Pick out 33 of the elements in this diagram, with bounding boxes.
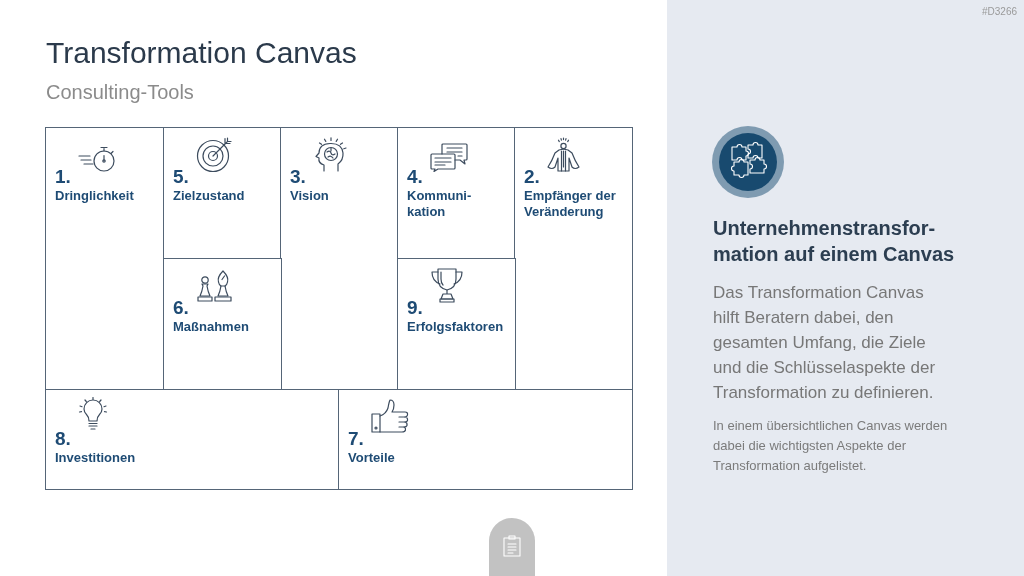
slide-title: Transformation Canvas bbox=[46, 35, 357, 71]
section-title: Vision bbox=[290, 188, 330, 204]
section-number: 4. bbox=[407, 166, 423, 188]
panel-text: Das Transformation Canvas hilft Beratern dabei, den gesamten Umfang, die Ziele und die Schlüsselaspekte der Transformation zu definieren. bbox=[713, 282, 937, 404]
section-title: Zielzustand bbox=[173, 188, 246, 204]
section-title: Maßnahmen bbox=[173, 319, 250, 335]
subtitle: Consulting-Tools bbox=[46, 80, 194, 104]
side-panel bbox=[667, 0, 1024, 576]
canvas-cell bbox=[338, 389, 633, 490]
canvas-cell bbox=[397, 127, 516, 260]
panel-heading: Unternehmenstransfor- mation auf einem Canvas bbox=[713, 216, 956, 267]
section-number: 7. bbox=[348, 428, 364, 450]
slide-code: #D3266 bbox=[981, 6, 1017, 18]
section-title: Erfolgsfaktoren bbox=[407, 319, 505, 335]
canvas-cell bbox=[163, 127, 282, 260]
canvas-cell bbox=[45, 389, 340, 490]
section-title: Vorteile bbox=[348, 450, 396, 466]
canvas-cell bbox=[514, 127, 633, 391]
section-number: 3. bbox=[290, 166, 306, 188]
canvas-cell bbox=[45, 127, 165, 391]
section-title: Empfänger der Veränderung bbox=[524, 188, 617, 220]
section-number: 8. bbox=[55, 428, 71, 450]
section-title: Dringlichkeit bbox=[55, 188, 135, 204]
section-number: 5. bbox=[173, 166, 189, 188]
panel-note: In einem übersichtlichen Canvas werden dabei die wichtigsten Aspekte der Transformation aufgelistet. bbox=[713, 417, 949, 475]
section-number: 6. bbox=[173, 297, 189, 319]
canvas-cell bbox=[163, 258, 282, 391]
canvas-cell bbox=[397, 258, 516, 391]
section-title: Kommuni- kation bbox=[407, 188, 473, 220]
section-number: 2. bbox=[524, 166, 540, 188]
section-title: Investitionen bbox=[55, 450, 137, 466]
section-number: 1. bbox=[55, 166, 71, 188]
section-number: 9. bbox=[407, 297, 423, 319]
